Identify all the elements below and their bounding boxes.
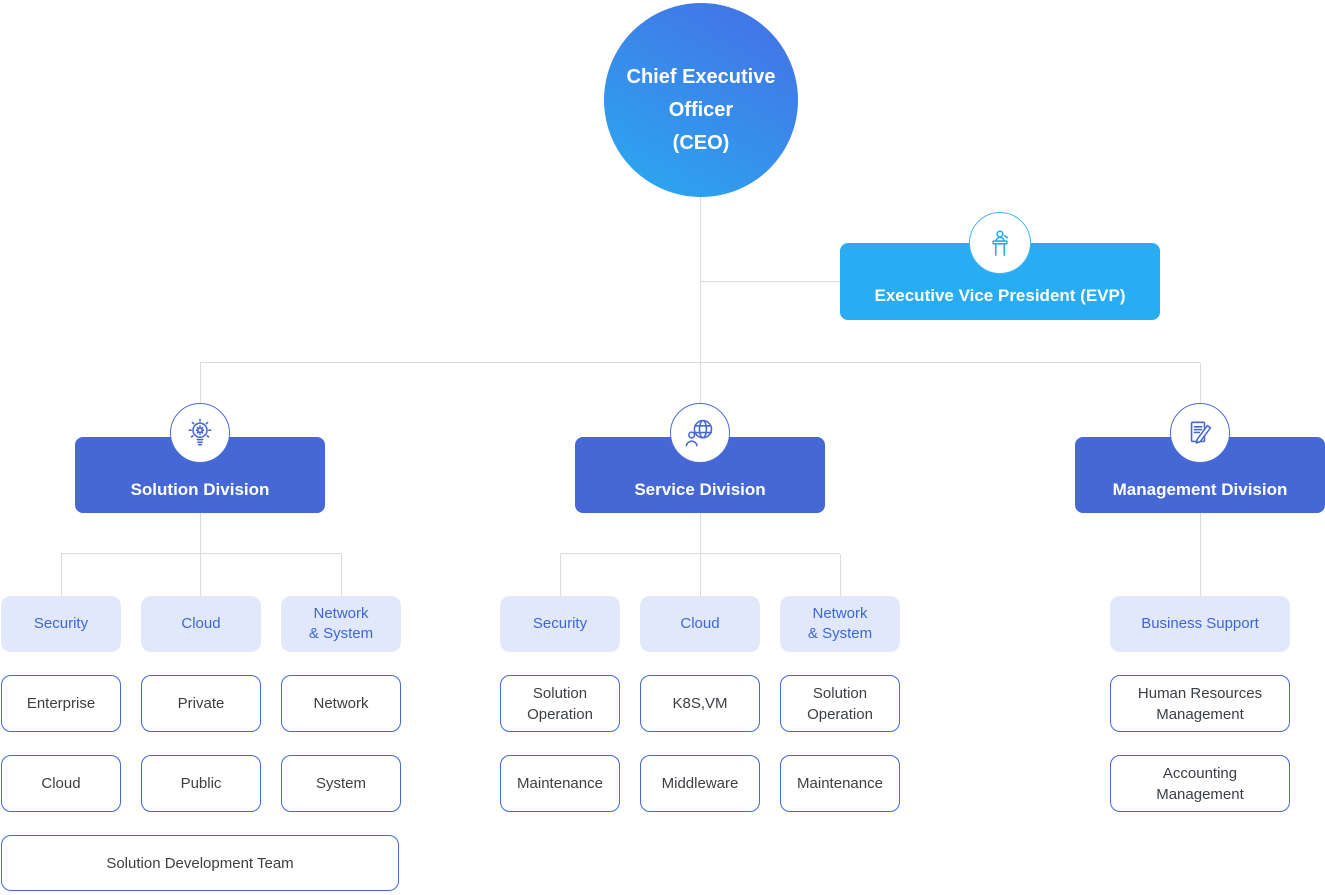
team-box-security: Security xyxy=(1,596,121,652)
division-label: Solution Division xyxy=(130,480,270,499)
division-label: Service Division xyxy=(634,480,766,499)
connector-line xyxy=(700,363,701,437)
connector-line xyxy=(560,553,840,554)
team-box-cloud: Cloud xyxy=(640,596,760,652)
unit-box-network: Network xyxy=(281,675,401,732)
connector-line xyxy=(700,554,701,596)
connector-line xyxy=(61,554,62,596)
unit-box-human-resources-management: Human Resources Management xyxy=(1110,675,1290,732)
connector-line xyxy=(840,554,841,596)
unit-box-system: System xyxy=(281,755,401,812)
lightbulb-gear-icon xyxy=(170,403,230,463)
connector-line xyxy=(200,513,201,553)
connector-line xyxy=(700,197,701,362)
division-label: Management Division xyxy=(1112,480,1288,499)
team-box-security: Security xyxy=(500,596,620,652)
connector-line xyxy=(1200,363,1201,437)
team-box-cloud: Cloud xyxy=(141,596,261,652)
connector-line xyxy=(700,513,701,553)
team-box-network-system: Network & System xyxy=(780,596,900,652)
connector-line xyxy=(200,363,201,437)
connector-line xyxy=(560,554,561,596)
ceo-node: Chief Executive Officer (CEO) xyxy=(604,3,798,197)
team-box-business-support: Business Support xyxy=(1110,596,1290,652)
unit-box-enterprise: Enterprise xyxy=(1,675,121,732)
evp-node: Executive Vice President (EVP) xyxy=(840,243,1160,320)
unit-box-private: Private xyxy=(141,675,261,732)
unit-box-solution-development-team: Solution Development Team xyxy=(1,835,399,891)
team-box-network-system: Network & System xyxy=(281,596,401,652)
connector-line xyxy=(1200,513,1201,596)
unit-box-cloud: Cloud xyxy=(1,755,121,812)
unit-box-public: Public xyxy=(141,755,261,812)
connector-line xyxy=(341,554,342,596)
globe-user-icon xyxy=(670,403,730,463)
ceo-label: Chief Executive Officer (CEO) xyxy=(626,65,776,154)
connector-line xyxy=(200,554,201,596)
document-pen-icon xyxy=(1170,403,1230,463)
connector-line xyxy=(61,553,341,554)
unit-box-solution-operation: Solution Operation xyxy=(500,675,620,732)
unit-box-maintenance: Maintenance xyxy=(500,755,620,812)
unit-box-maintenance: Maintenance xyxy=(780,755,900,812)
connector-line xyxy=(701,281,840,282)
podium-speaker-icon xyxy=(969,212,1031,274)
unit-box-accounting-management: Accounting Management xyxy=(1110,755,1290,812)
unit-box-middleware: Middleware xyxy=(640,755,760,812)
connector-line xyxy=(200,362,1200,363)
evp-label: Executive Vice President (EVP) xyxy=(874,286,1126,305)
unit-box-k8s-vm: K8S,VM xyxy=(640,675,760,732)
unit-box-solution-operation: Solution Operation xyxy=(780,675,900,732)
